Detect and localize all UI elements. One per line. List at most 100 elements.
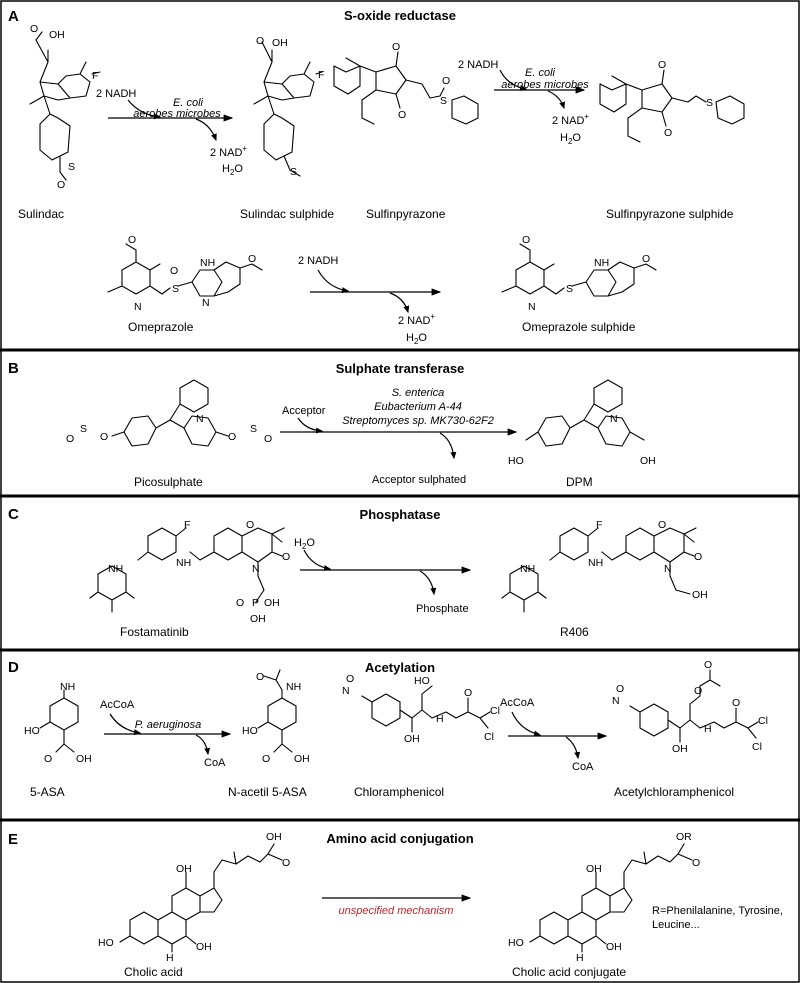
picosulphate-o1b: O bbox=[66, 433, 74, 445]
sulindac-label: Sulindac bbox=[18, 207, 64, 221]
nadh-label-3: 2 NADH bbox=[298, 255, 338, 267]
ecoli-label-2: E. coli bbox=[525, 67, 556, 79]
omeprazole-sulphide-structure bbox=[501, 243, 657, 297]
r406-nh1: NH bbox=[520, 563, 535, 575]
r406-ring-o: O bbox=[658, 519, 666, 531]
r406-f: F bbox=[596, 519, 602, 531]
omeprazole-sulphide-label: Omeprazole sulphide bbox=[522, 320, 636, 334]
sulindac-sulphide-s: S bbox=[290, 166, 297, 178]
nad-text-2: 2 NAD bbox=[552, 115, 584, 127]
picosulphate-o2b: O bbox=[264, 433, 272, 445]
picosulphate-structure bbox=[111, 379, 229, 447]
picosulphate-n: N bbox=[196, 413, 204, 425]
curve-arrow-nadh-1 bbox=[127, 99, 162, 120]
chloramphenicol-label: Chloramphenicol bbox=[354, 785, 444, 799]
n-acetil-asa-co-oh: OH bbox=[294, 753, 310, 765]
panel-c-letter: C bbox=[8, 506, 19, 523]
sulfinpyrazone-o1: O bbox=[392, 41, 400, 53]
chloramphenicol-no2-o: O bbox=[346, 673, 354, 685]
acetylchloramphenicol-cl1: Cl bbox=[758, 715, 768, 727]
nad-text-1: 2 NAD bbox=[210, 147, 242, 159]
fostamatinib-p: P bbox=[252, 597, 259, 609]
h2o-label-3: H2O bbox=[406, 332, 427, 346]
omeprazole-n2: N bbox=[202, 297, 210, 309]
fostamatinib-p-oh2: OH bbox=[250, 613, 266, 625]
fostamatinib-f: F bbox=[184, 519, 190, 531]
sulindac-carbonyl-o: O bbox=[30, 23, 38, 35]
nad-label-3: 2 NAD+ bbox=[398, 312, 435, 327]
cholic-acid-conjugate-structure bbox=[529, 843, 693, 953]
dpm-n: N bbox=[610, 413, 618, 425]
sulfinpyrazone-sulphide-o2: O bbox=[664, 127, 672, 139]
nad-sup-1: + bbox=[242, 144, 247, 153]
omeprazole-ome-o: O bbox=[128, 234, 136, 246]
asa-co-oh: OH bbox=[76, 753, 92, 765]
cholic-acid-oh7: OH bbox=[196, 941, 212, 953]
cholic-acid-structure bbox=[119, 843, 283, 953]
asa-ho: HO bbox=[24, 725, 40, 737]
nad-text-3: 2 NAD bbox=[398, 315, 430, 327]
asa-label: 5-ASA bbox=[30, 785, 65, 799]
picosulphate-s1: S bbox=[80, 423, 87, 435]
acetylchloramphenicol-cl2: Cl bbox=[752, 741, 762, 753]
curve-arrow-nad-1 bbox=[195, 118, 217, 142]
curve-arrow-phosphate bbox=[419, 570, 437, 596]
r-definition-line2: Leucine... bbox=[652, 919, 700, 931]
sulfinpyrazone-s: S bbox=[440, 95, 447, 107]
sulindac-sulphide-label: Sulindac sulphide bbox=[240, 207, 334, 221]
streptomyces-label: Streptomyces sp. MK730-62F2 bbox=[342, 415, 494, 427]
acetylchloramphenicol-ester-o: O bbox=[694, 685, 702, 697]
picosulphate-label: Picosulphate bbox=[134, 475, 203, 489]
conjugate-or: OR bbox=[676, 831, 692, 843]
acetylchloramphenicol-structure bbox=[629, 669, 759, 743]
n-acetil-asa-co-o: O bbox=[262, 753, 270, 765]
sulfinpyrazone-sulphide-label: Sulfinpyrazone sulphide bbox=[606, 207, 734, 221]
nadh-label-2: 2 NADH bbox=[458, 59, 498, 71]
omeprazole-sulphide-nh: NH bbox=[594, 257, 609, 269]
asa-co-o: O bbox=[44, 753, 52, 765]
fostamatinib-structure bbox=[89, 527, 285, 613]
s-enterica-label: S. enterica bbox=[392, 387, 445, 399]
r406-oh: OH bbox=[692, 589, 708, 601]
curve-arrow-h2o bbox=[303, 549, 332, 571]
h2o-o-c: O bbox=[306, 537, 315, 549]
coa-label-2: CoA bbox=[572, 761, 594, 773]
panel-c-title: Phosphatase bbox=[360, 507, 441, 522]
conjugate-ho3: HO bbox=[508, 937, 524, 949]
dpm-label: DPM bbox=[566, 475, 593, 489]
conjugate-oh12: OH bbox=[586, 863, 602, 875]
acetylchloramphenicol-oh: OH bbox=[672, 743, 688, 755]
unspecified-mechanism-label: unspecified mechanism bbox=[339, 905, 454, 917]
sulindac-sulphide-structure bbox=[253, 41, 323, 177]
r406-structure bbox=[501, 527, 697, 613]
ecoli-label-1: E. coli bbox=[173, 97, 204, 109]
curve-arrow-acceptor-sulphated bbox=[439, 432, 457, 460]
curve-arrow-acceptor bbox=[297, 417, 324, 434]
panel-b-letter: B bbox=[8, 360, 19, 377]
acetylchloramphenicol-acyl-o: O bbox=[704, 659, 712, 671]
panel-d-letter: D bbox=[8, 659, 19, 676]
fostamatinib-nh2: NH bbox=[176, 557, 191, 569]
sulindac-acid-label: OH bbox=[49, 29, 65, 41]
acetylchloramphenicol-nh: H bbox=[704, 723, 712, 735]
fostamatinib-oxo: O bbox=[282, 551, 290, 563]
cholic-acid-h5: H bbox=[166, 952, 174, 964]
r406-nh2: NH bbox=[588, 557, 603, 569]
omeprazole-structure bbox=[107, 243, 263, 297]
panel-b-title: Sulphate transferase bbox=[336, 361, 465, 376]
acetylchloramphenicol-no2-o: O bbox=[616, 683, 624, 695]
n-acetil-asa-label: N-acetil 5-ASA bbox=[228, 785, 307, 799]
nad-label-2: 2 NAD+ bbox=[552, 112, 589, 127]
cholic-acid-ho3: HO bbox=[98, 937, 114, 949]
omeprazole-n: N bbox=[134, 301, 142, 313]
asa-nh2: NH bbox=[60, 681, 75, 693]
r406-oxo: O bbox=[694, 551, 702, 563]
n-acetil-asa-structure bbox=[257, 669, 297, 753]
picosulphate-o2: O bbox=[228, 431, 236, 443]
fostamatinib-n: N bbox=[252, 563, 260, 575]
sulfinpyrazone-sulphide-o1: O bbox=[658, 59, 666, 71]
cholic-acid-conjugate-label: Cholic acid conjugate bbox=[512, 965, 626, 979]
nad-sup-3: + bbox=[430, 312, 435, 321]
sulindac-so-o: O bbox=[57, 179, 65, 191]
